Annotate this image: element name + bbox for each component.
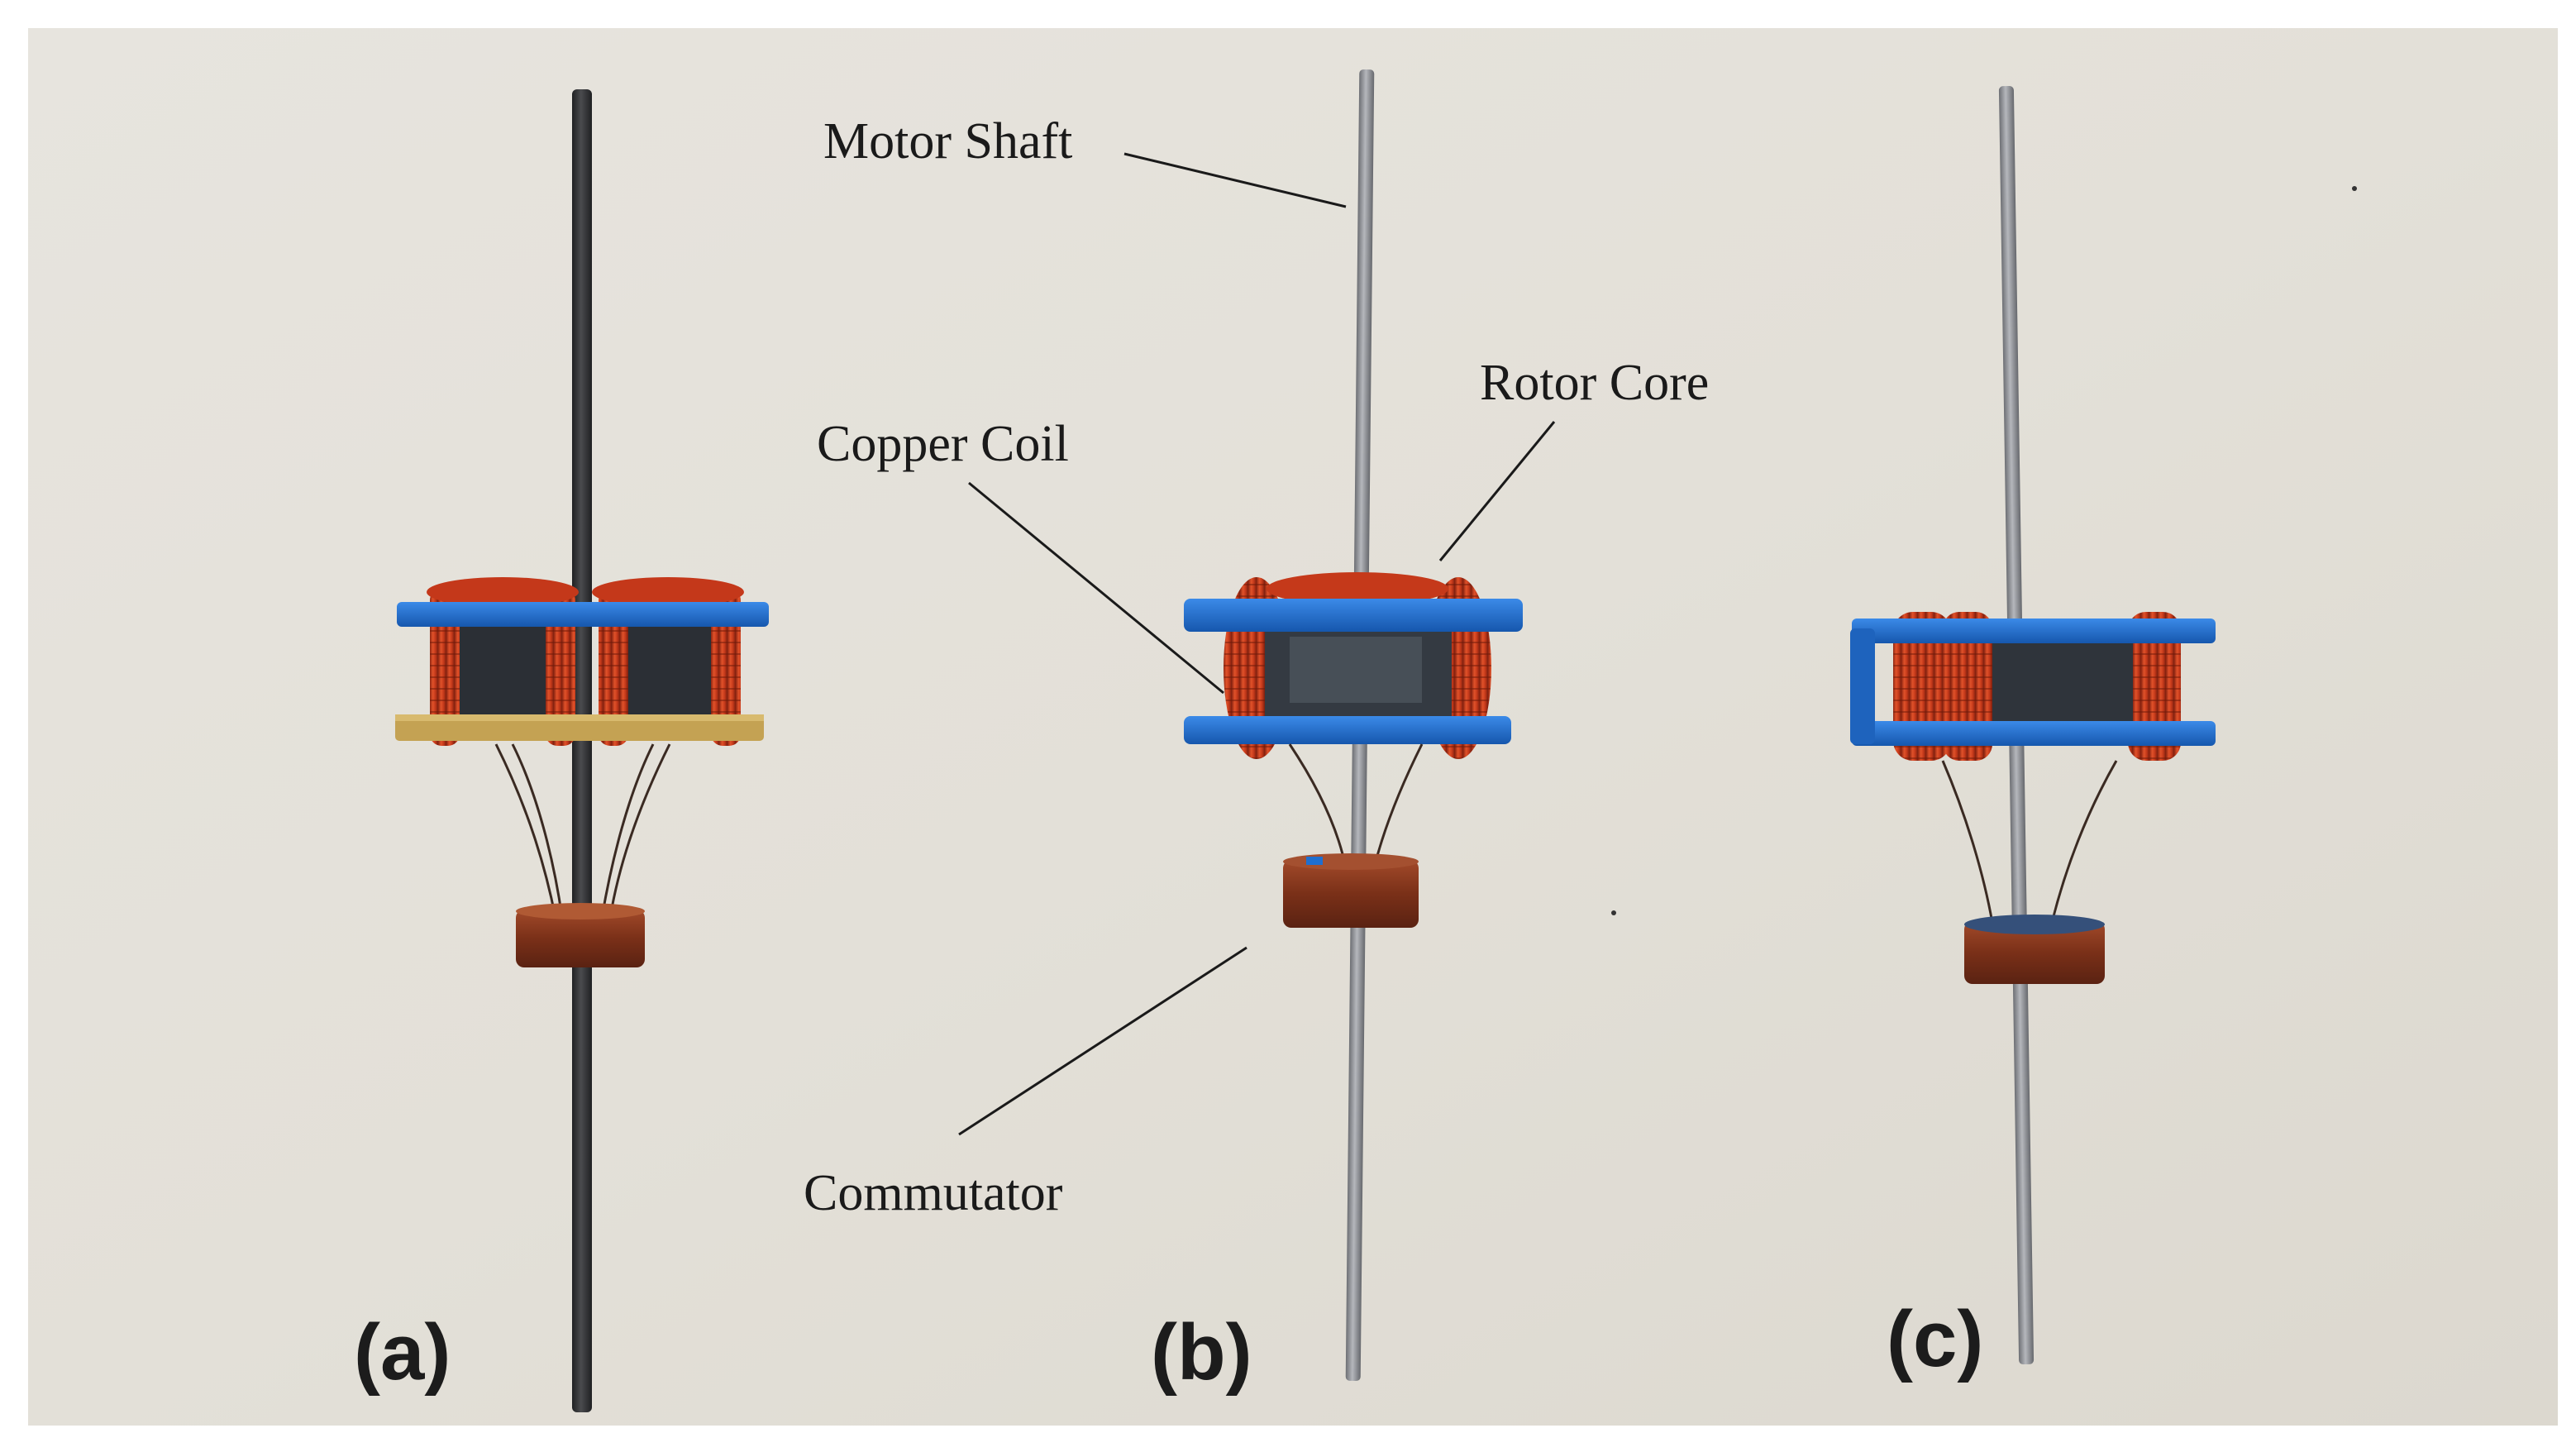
rotor-b: [1184, 69, 1523, 1381]
leader-motor-shaft: [1123, 152, 1347, 208]
leader-copper-coil: [968, 481, 1224, 695]
panel-label-b: (b): [1151, 1308, 1252, 1397]
commutator-c: [1964, 921, 2105, 984]
leader-lines: [958, 152, 1556, 1136]
label-rotor-core: Rotor Core: [1480, 355, 1710, 411]
commutator-b: [1283, 860, 1419, 928]
panel-label-a: (a): [354, 1308, 451, 1397]
rotor-a: [395, 89, 769, 1412]
rotor-c: [1850, 86, 2216, 1364]
leader-commutator: [958, 946, 1247, 1136]
label-motor-shaft: Motor Shaft: [823, 113, 1073, 170]
leader-rotor-core: [1438, 421, 1556, 561]
panel-label-c: (c): [1887, 1295, 1984, 1383]
label-commutator: Commutator: [804, 1165, 1063, 1221]
commutator-a: [516, 910, 645, 967]
label-copper-coil: Copper Coil: [817, 416, 1069, 472]
motor-shaft-a: [572, 89, 592, 1412]
